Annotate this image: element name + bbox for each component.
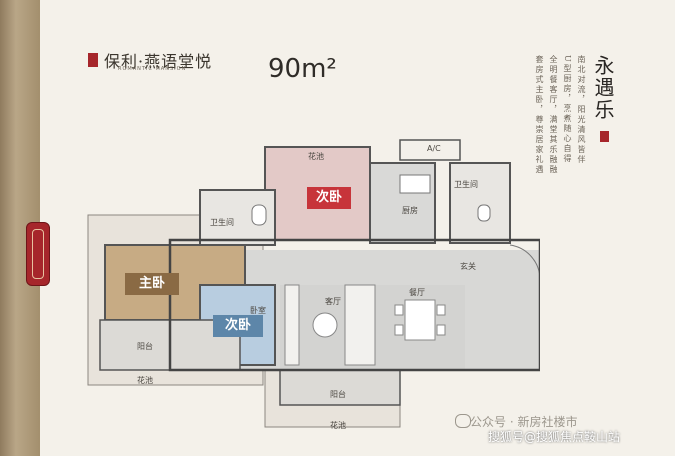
unit-area: 90m² [268, 54, 337, 84]
poem-line-3: 全明餐客厅，满堂其乐融融 [549, 55, 558, 175]
label-balcony-left: 阳台 [137, 342, 153, 351]
label-dining: 餐厅 [409, 288, 425, 297]
brand-subtitle: ROMANTIC MANSION [118, 66, 187, 72]
label-kitchen: 厨房 [402, 206, 418, 215]
decorative-left-strip [0, 0, 50, 456]
floor-plan: 花池 A/C 卫生间 厨房 卫生间 玄关 客厅 餐厅 卧室 阳台 花池 阳台 花… [70, 135, 550, 435]
poem-line-1: 南北对流，阳光清风皆伴 [577, 55, 586, 165]
tag-master-bedroom: 主卧 [125, 273, 179, 295]
poem-line-4: 套房式主卧，尊崇居家礼遇 [535, 55, 544, 175]
label-foyer: 玄关 [460, 262, 476, 271]
label-garden-left: 花池 [137, 376, 153, 385]
tag-bedroom-bottom: 次卧 [213, 315, 263, 337]
red-tassel-ornament [26, 222, 50, 286]
wechat-icon [455, 414, 471, 428]
label-bath-right: 卫生间 [454, 180, 478, 189]
label-ac: A/C [427, 144, 441, 153]
label-garden-bottom: 花池 [330, 421, 346, 430]
label-garden-top: 花池 [308, 152, 324, 161]
label-bath-left: 卫生间 [210, 218, 234, 227]
watermark-sohu: 搜狐号@搜狐焦点鞍山站 [488, 430, 621, 444]
watermark-wechat: 公众号 · 新房社楼市 [470, 415, 578, 429]
label-balcony-bottom: 阳台 [330, 390, 346, 399]
label-bedroom-small: 卧室 [250, 306, 266, 315]
brand-logo: 保利·燕语堂悦 ROMANTIC MANSION [88, 48, 212, 72]
brand-seal-icon [88, 53, 98, 67]
area-value: 90m² [268, 54, 337, 84]
layout-title: 永遇乐 [591, 55, 615, 121]
label-living: 客厅 [325, 297, 341, 306]
poem-line-2: U型厨房，烹煮随心自得 [563, 55, 572, 164]
tag-bedroom-top: 次卧 [307, 187, 351, 209]
title-seal-icon [600, 131, 609, 142]
brand-name: 保利·燕语堂悦 [104, 52, 213, 71]
